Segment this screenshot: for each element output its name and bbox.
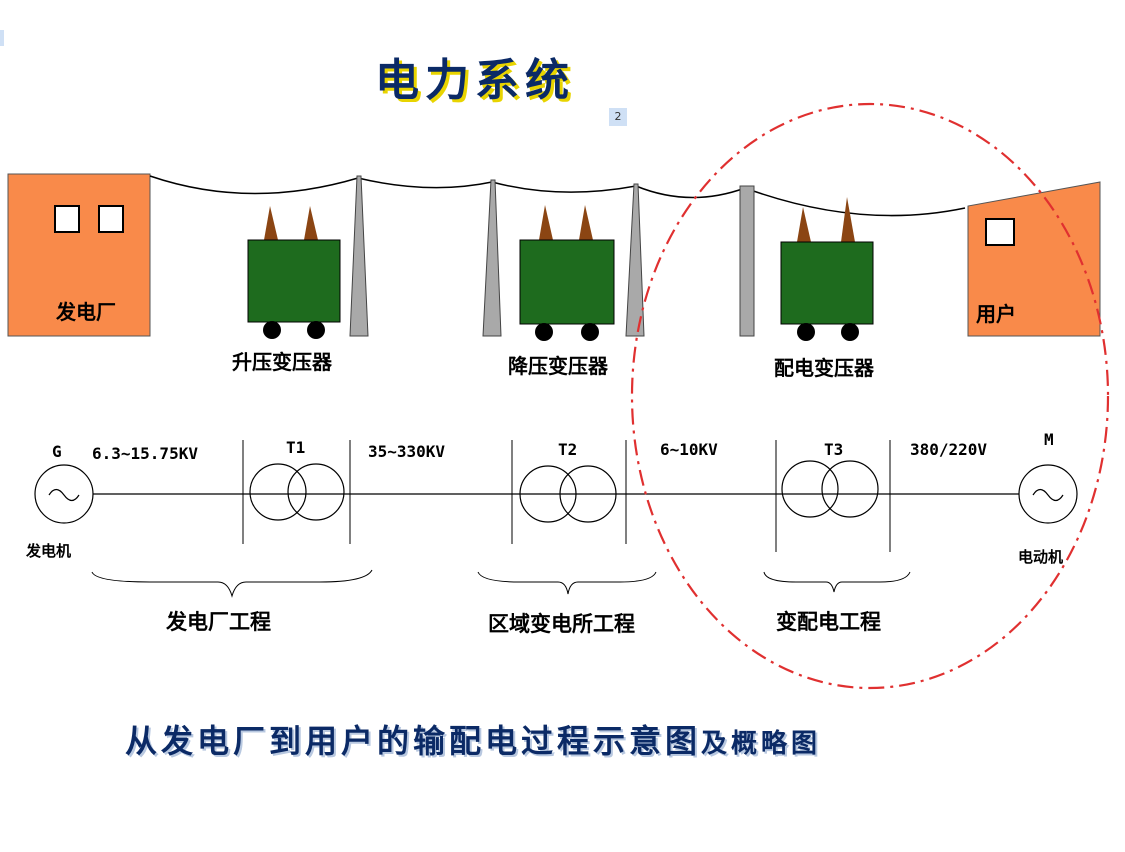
t3-winding	[781, 460, 839, 518]
generator-symbol-label: G	[52, 442, 62, 461]
step-up-transformer-label: 升压变压器	[232, 350, 332, 374]
motor-label: 电动机	[1018, 548, 1064, 566]
generator-label: 发电机	[26, 542, 72, 560]
corner-marker	[0, 30, 4, 46]
voltage-label-4: 380/220V	[910, 440, 988, 459]
brace-distribution	[763, 571, 911, 593]
t1-label: T1	[286, 438, 306, 457]
wheel-icon	[581, 323, 599, 341]
plant-window-right	[98, 205, 124, 233]
brace-plant	[91, 569, 373, 598]
t2-winding	[519, 465, 577, 523]
step-up-transformer	[247, 239, 341, 323]
user-label: 用户	[976, 302, 1016, 326]
t2-label: T2	[558, 440, 578, 459]
overhead-line	[149, 175, 966, 217]
page-title: 电力系统	[375, 55, 575, 106]
t3-label: T3	[824, 440, 844, 459]
t1-winding	[287, 463, 345, 521]
page-number-badge: 2	[609, 108, 627, 126]
step-down-transformer-label: 降压变压器	[508, 354, 608, 378]
bushing-icon	[264, 206, 278, 240]
wheel-icon	[535, 323, 553, 341]
bushing-icon	[579, 205, 593, 240]
tower-2	[482, 179, 502, 337]
bushing-icon	[539, 205, 553, 240]
substation-engineering-label: 区域变电所工程	[488, 612, 635, 636]
brace-substation	[477, 571, 657, 595]
power-plant-building	[7, 173, 151, 337]
pole	[739, 185, 755, 337]
voltage-label-2: 35~330KV	[368, 442, 446, 461]
distribution-transformer-label: 配电变压器	[774, 356, 874, 380]
plant-window-left	[54, 205, 80, 233]
figure-caption: 从发电厂到用户的输配电过程示意图及概略图	[125, 716, 821, 762]
distribution-transformer	[780, 241, 874, 325]
motor-symbol-label: M	[1044, 430, 1054, 449]
sine-wave-icon	[48, 488, 80, 502]
caption-main: 从发电厂到用户的输配电过程示意图	[125, 722, 702, 760]
voltage-label-1: 6.3~15.75KV	[92, 444, 198, 463]
distribution-engineering-label: 变配电工程	[776, 610, 881, 634]
highlight-ellipse	[630, 102, 1110, 690]
wheel-icon	[263, 321, 281, 339]
step-down-transformer	[519, 239, 615, 325]
t1-winding	[249, 463, 307, 521]
tower-3	[625, 183, 645, 337]
wheel-icon	[797, 323, 815, 341]
user-window	[985, 218, 1015, 246]
voltage-label-3: 6~10KV	[660, 440, 718, 459]
caption-tail: 及概略图	[701, 729, 822, 759]
bushing-icon	[797, 207, 811, 242]
plant-engineering-label: 发电厂工程	[166, 610, 271, 634]
bushing-icon	[304, 206, 318, 240]
plant-label: 发电厂	[56, 300, 116, 324]
t2-winding	[559, 465, 617, 523]
tower-1	[349, 175, 369, 337]
wheel-icon	[841, 323, 859, 341]
sine-wave-icon	[1032, 488, 1064, 502]
t3-winding	[821, 460, 879, 518]
wheel-icon	[307, 321, 325, 339]
bushing-icon	[841, 197, 855, 242]
